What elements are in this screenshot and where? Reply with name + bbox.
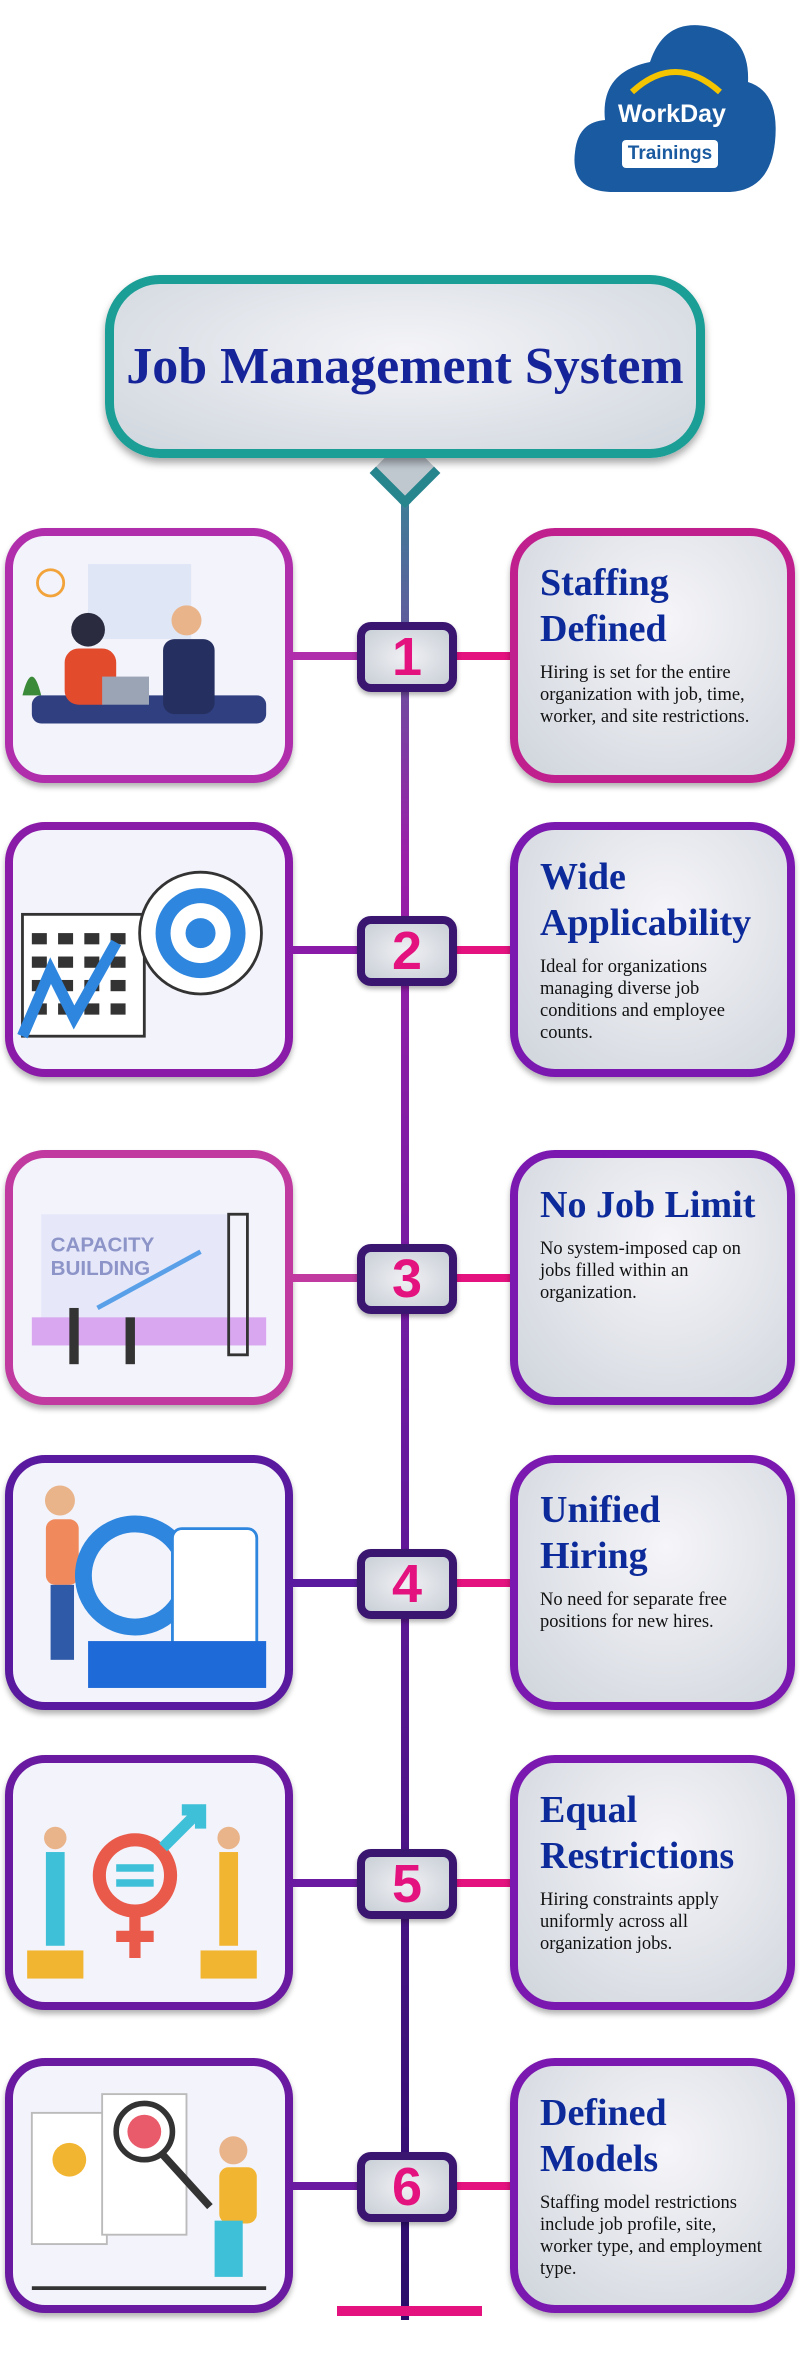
connector-right (455, 2182, 513, 2190)
connector-right (455, 1879, 513, 1887)
step-heading: Wide Applicability (540, 856, 752, 944)
office-meeting-illustration (5, 528, 293, 783)
connector-right (455, 1579, 513, 1587)
step-text: Hiring is set for the entire organizatio… (540, 663, 750, 727)
timeline-item-5: 5 Equal Restrictions Hiring constraints … (0, 1755, 800, 2015)
connector-left (290, 1879, 360, 1887)
step-text: Hiring constraints apply uniformly acros… (540, 1890, 719, 1954)
step-card: Equal Restrictions Hiring constraints ap… (510, 1755, 795, 2010)
timeline-item-6: 6 Defined Models Staffing model restrict… (0, 2058, 800, 2318)
title-box: Job Management System (105, 275, 705, 458)
svg-text:BUILDING: BUILDING (51, 1257, 151, 1280)
timeline-item-4: 4 Unified Hiring No need for separate fr… (0, 1455, 800, 1715)
step-text: Staffing model restrictions include job … (540, 2193, 762, 2279)
gender-equality-illustration (5, 1755, 293, 2010)
connector-right (455, 652, 513, 660)
logo-brand: WorkDay (618, 100, 726, 128)
target-growth-illustration (5, 822, 293, 1077)
step-text: No need for separate free positions for … (540, 1590, 727, 1632)
step-heading: Staffing Defined (540, 562, 669, 650)
connector-left (290, 1274, 360, 1282)
connector-right (455, 1274, 513, 1282)
timeline-base (337, 2306, 482, 2316)
step-heading: Equal Restrictions (540, 1789, 735, 1877)
timeline-item-1: 1 Staffing Defined Hiring is set for the… (0, 528, 800, 788)
step-heading: Defined Models (540, 2092, 667, 2180)
step-card: Wide Applicability Ideal for organizatio… (510, 822, 795, 1077)
step-text: Ideal for organizations managing diverse… (540, 957, 725, 1043)
timeline-line (401, 490, 409, 2320)
profile-search-illustration (5, 2058, 293, 2313)
step-card: Defined Models Staffing model restrictio… (510, 2058, 795, 2313)
connector-left (290, 652, 360, 660)
logo-sub: Trainings (622, 140, 718, 168)
step-card: No Job Limit No system-imposed cap on jo… (510, 1150, 795, 1405)
connector-left (290, 1579, 360, 1587)
step-heading: Unified Hiring (540, 1489, 661, 1577)
connector-left (290, 946, 360, 954)
step-heading: No Job Limit (540, 1184, 756, 1226)
timeline-item-2: 2 Wide Applicability Ideal for organizat… (0, 822, 800, 1082)
connector-right (455, 946, 513, 954)
connector-left (290, 2182, 360, 2190)
page-title: Job Management System (126, 337, 684, 395)
step-card: Unified Hiring No need for separate free… (510, 1455, 795, 1710)
step-card: Staffing Defined Hiring is set for the e… (510, 528, 795, 783)
step-number: 6 (357, 2152, 457, 2222)
step-number: 1 (357, 622, 457, 692)
step-number: 3 (357, 1244, 457, 1314)
hiring-search-illustration (5, 1455, 293, 1710)
svg-text:CAPACITY: CAPACITY (51, 1234, 155, 1257)
step-number: 2 (357, 916, 457, 986)
step-number: 4 (357, 1549, 457, 1619)
step-number: 5 (357, 1849, 457, 1919)
step-text: No system-imposed cap on jobs filled wit… (540, 1239, 741, 1303)
